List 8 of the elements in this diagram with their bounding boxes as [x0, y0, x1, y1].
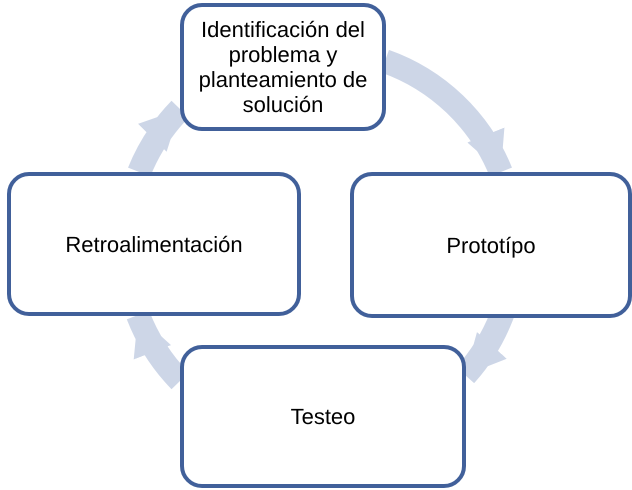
- box-label: Prototípo: [445, 232, 537, 258]
- process-box: [180, 3, 386, 131]
- box-label: Identificación del problema y planteamiento de solución: [198, 17, 368, 117]
- process-box: [350, 172, 632, 318]
- box-label: Retroalimentación: [64, 232, 244, 256]
- process-box: [7, 172, 301, 316]
- box-label: Testeo: [290, 404, 356, 429]
- process-box: [180, 345, 466, 488]
